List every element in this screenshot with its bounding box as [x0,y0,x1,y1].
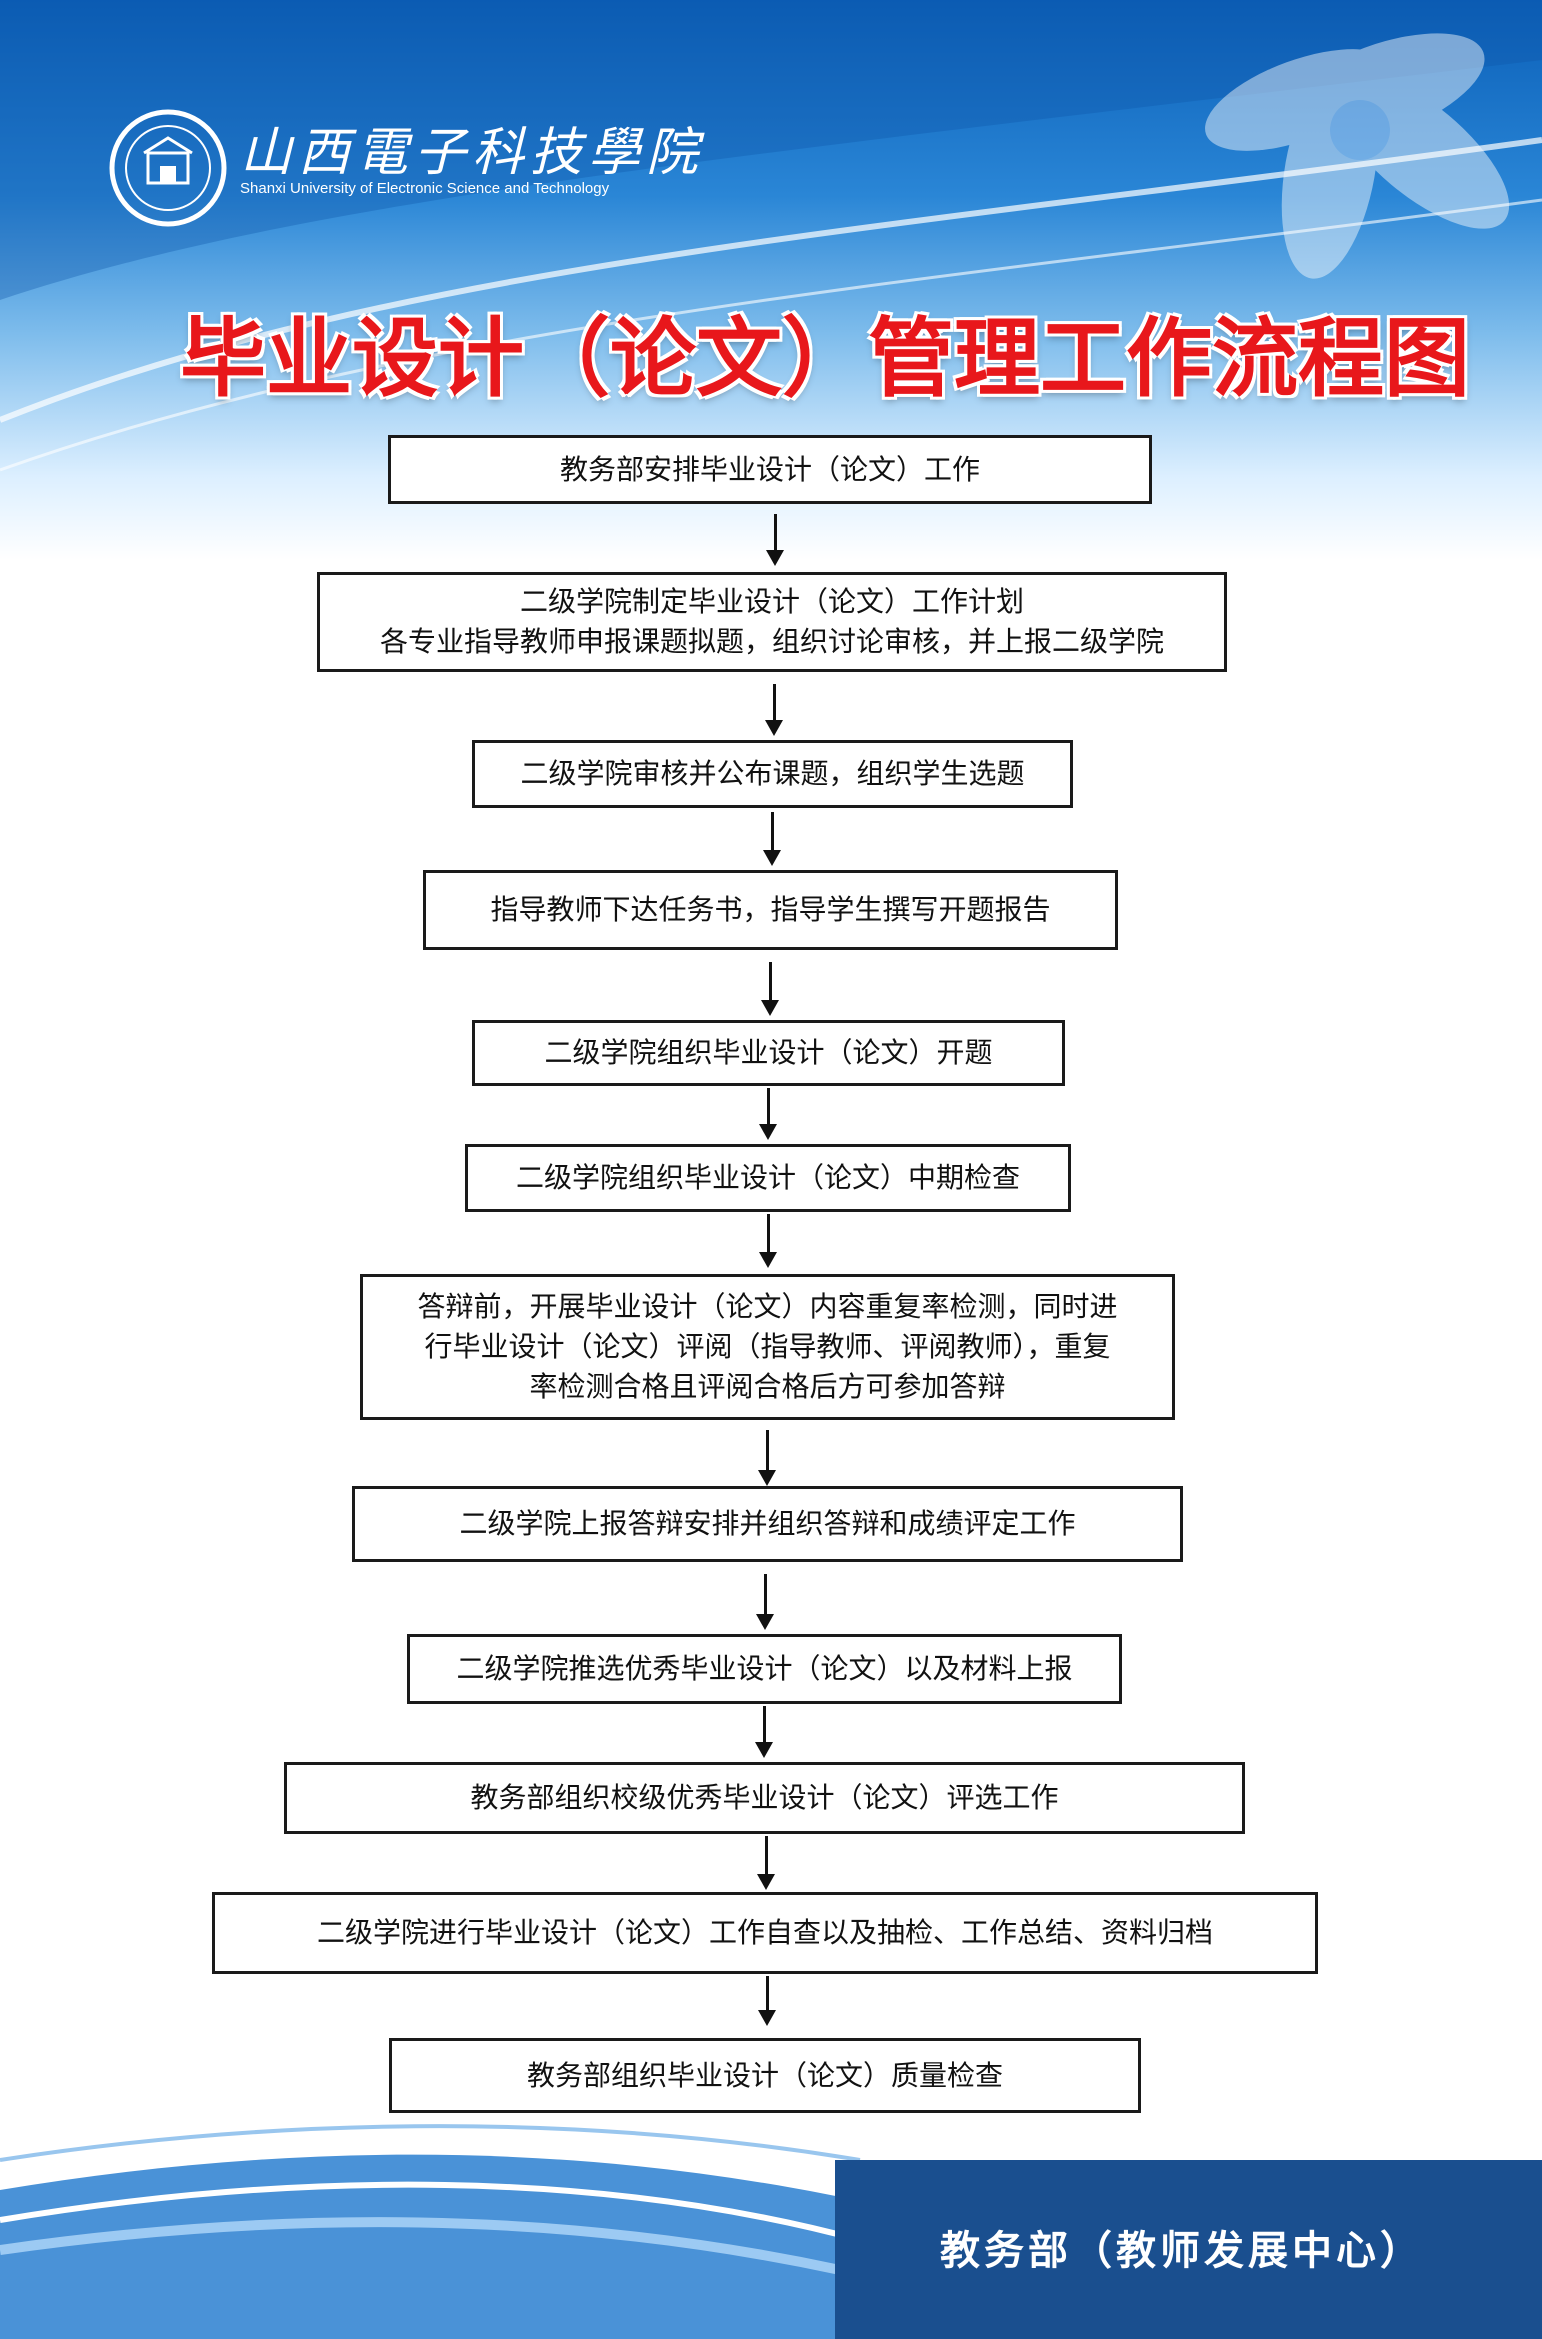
step-text: 二级学院制定毕业设计（论文）工作计划 [519,585,1024,618]
step-text: 率检测合格且评阅合格后方可参加答辩 [529,1370,1006,1403]
step-7-box: 答辩前，开展毕业设计（论文）内容重复率检测，同时进 行毕业设计（论文）评阅（指导… [360,1274,1175,1420]
step-2-box: 二级学院制定毕业设计（论文）工作计划 各专业指导教师申报课题拟题，组织讨论审核，… [317,572,1227,672]
step-11-box: 二级学院进行毕业设计（论文）工作自查以及抽检、工作总结、资料归档 [212,1892,1318,1974]
step-text: 行毕业设计（论文）评阅（指导教师、评阅教师），重复 [424,1330,1111,1363]
step-text: 二级学院进行毕业设计（论文）工作自查以及抽检、工作总结、资料归档 [316,1916,1213,1949]
step-5-box: 二级学院组织毕业设计（论文）开题 [472,1020,1065,1086]
step-text: 答辩前，开展毕业设计（论文）内容重复率检测，同时进 [417,1290,1118,1323]
step-text: 教务部安排毕业设计（论文）工作 [559,452,980,486]
university-name-cn: 山西電子科技學院 [240,123,705,183]
university-logo-icon [109,109,227,227]
university-name-en: Shanxi University of Electronic Science … [240,180,610,197]
step-4-box: 指导教师下达任务书，指导学生撰写开题报告 [423,870,1118,950]
step-text: 二级学院组织毕业设计（论文）开题 [544,1036,993,1069]
step-text: 各专业指导教师申报课题拟题，组织讨论审核，并上报二级学院 [379,625,1164,658]
header-decoration [0,0,1542,472]
arrow-3 [762,812,782,866]
footer-wave-decoration [0,2124,900,2339]
step-text: 二级学院推选优秀毕业设计（论文）以及材料上报 [456,1652,1073,1685]
arrow-11 [757,1976,777,2026]
step-text: 教务部组织校级优秀毕业设计（论文）评选工作 [470,1781,1059,1814]
step-1-box: 教务部安排毕业设计（论文）工作 [388,435,1152,504]
step-text: 教务部组织毕业设计（论文）质量检查 [526,2058,1003,2092]
step-text: 指导教师下达任务书，指导学生撰写开题报告 [490,893,1051,926]
arrow-9 [754,1706,774,1758]
arrow-8 [755,1574,775,1630]
arrow-1 [765,514,785,566]
arrow-5 [758,1088,778,1140]
arrow-6 [758,1214,778,1268]
step-12-box: 教务部组织毕业设计（论文）质量检查 [389,2038,1141,2113]
step-text: 二级学院审核并公布课题，组织学生选题 [520,757,1025,790]
footer-department: 教务部（教师发展中心） [940,2228,1424,2274]
flower-decoration [1205,33,1510,279]
arrow-7 [757,1430,777,1486]
step-text: 二级学院组织毕业设计（论文）中期检查 [515,1161,1020,1194]
step-3-box: 二级学院审核并公布课题，组织学生选题 [472,740,1073,808]
step-8-box: 二级学院上报答辩安排并组织答辩和成绩评定工作 [352,1486,1183,1562]
arrow-2 [764,684,784,736]
step-10-box: 教务部组织校级优秀毕业设计（论文）评选工作 [284,1762,1245,1834]
step-text: 二级学院上报答辩安排并组织答辩和成绩评定工作 [459,1507,1076,1540]
step-6-box: 二级学院组织毕业设计（论文）中期检查 [465,1144,1071,1212]
step-9-box: 二级学院推选优秀毕业设计（论文）以及材料上报 [407,1634,1122,1704]
page-title: 毕业设计（论文）管理工作流程图 [180,309,1470,409]
footer-band [835,2160,1542,2339]
arrow-4 [760,962,780,1016]
arrow-10 [756,1836,776,1890]
